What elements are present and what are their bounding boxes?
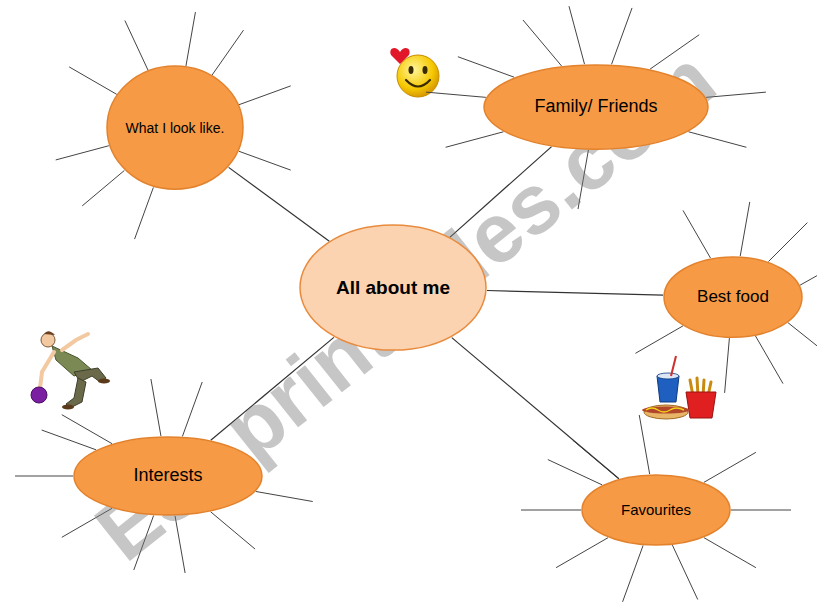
spoke-line xyxy=(672,545,697,599)
spoke-line xyxy=(211,512,255,549)
spoke-line xyxy=(523,20,562,66)
spoke-line xyxy=(612,8,633,64)
spoke-line xyxy=(768,223,807,262)
spoke-line xyxy=(548,460,602,485)
spoke-line xyxy=(69,67,117,95)
spoke-line xyxy=(623,545,644,601)
spoke-line xyxy=(15,476,73,477)
spoke-line xyxy=(800,276,817,286)
bowler-icon xyxy=(31,331,110,409)
spoke-line xyxy=(56,146,109,160)
spoke-line xyxy=(704,452,756,482)
topic-label: Favourites xyxy=(621,500,691,520)
spoke-line xyxy=(82,170,124,205)
spoke-line xyxy=(521,510,581,511)
central-topic-ellipse: All about me xyxy=(299,224,487,351)
spoke-lines xyxy=(15,6,817,602)
spoke-line xyxy=(635,326,683,354)
connector-line xyxy=(452,338,619,479)
connector-line xyxy=(487,290,663,295)
spoke-line xyxy=(256,491,313,501)
spoke-line xyxy=(569,6,585,64)
spoke-line xyxy=(426,92,486,97)
spoke-line xyxy=(212,30,244,75)
topic-ellipse: Family/ Friends xyxy=(483,64,709,150)
topic-ellipse: Interests xyxy=(73,436,263,516)
spoke-line xyxy=(740,202,750,256)
spoke-line xyxy=(239,86,291,105)
fast-food-icon xyxy=(642,356,716,419)
spoke-line xyxy=(62,415,112,444)
topic-ellipse: Best food xyxy=(663,256,803,338)
spoke-line xyxy=(458,57,514,78)
spoke-line xyxy=(731,510,791,511)
spoke-line xyxy=(639,415,649,474)
spoke-line xyxy=(151,379,161,436)
spoke-line xyxy=(755,336,783,384)
spoke-line xyxy=(725,338,730,393)
spoke-line xyxy=(788,323,817,346)
spoke-line xyxy=(683,210,711,258)
topic-label: Interests xyxy=(133,464,202,487)
spoke-line xyxy=(125,21,148,71)
topic-ellipse: Favourites xyxy=(581,474,731,546)
topic-label: Best food xyxy=(697,286,769,308)
topic-label: All about me xyxy=(336,276,450,301)
spoke-line xyxy=(186,12,196,66)
smiley-icon xyxy=(390,48,439,97)
topic-label: Family/ Friends xyxy=(534,95,657,118)
spoke-line xyxy=(704,538,756,568)
topic-ellipse: What I look like. xyxy=(106,65,244,190)
spoke-line xyxy=(446,132,504,148)
spoke-line xyxy=(42,430,97,450)
topic-label: What I look like. xyxy=(126,119,225,137)
spoke-line xyxy=(556,538,608,568)
connector-line xyxy=(229,167,330,241)
spoke-line xyxy=(135,187,154,239)
spoke-line xyxy=(239,151,291,170)
